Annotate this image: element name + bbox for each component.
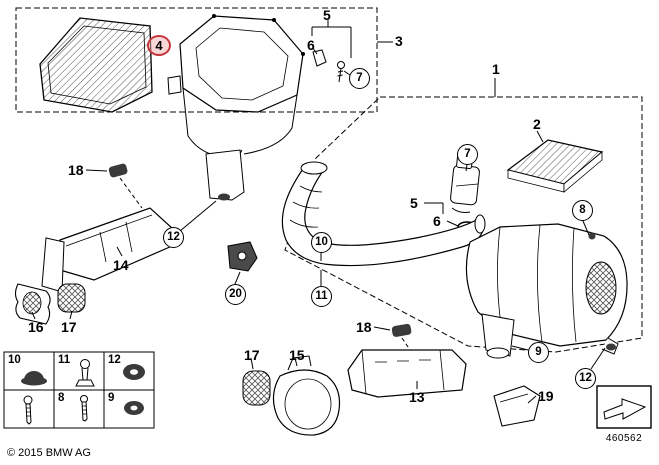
leader-lines	[31, 20, 606, 404]
air-filter-element-2-drawing	[506, 139, 604, 193]
callout-7-top[interactable]: 7	[349, 68, 370, 89]
legend-cell-12-label[interactable]: 12	[108, 354, 121, 366]
air-filter-element-4-drawing	[39, 17, 153, 113]
diagram-number: 460562	[605, 433, 643, 444]
bracket-20-drawing	[227, 241, 258, 272]
callout-10[interactable]: 10	[311, 232, 332, 253]
grille-17-left-drawing	[57, 283, 86, 313]
legend-cell-9-label[interactable]: 9	[108, 392, 115, 404]
callout-3[interactable]: 3	[395, 33, 403, 49]
callout-15[interactable]: 15	[289, 347, 305, 363]
rubber-boot-16-drawing	[14, 283, 51, 325]
screw-icon	[80, 395, 88, 422]
callout-2[interactable]: 2	[533, 116, 541, 132]
air-duct-14-drawing	[41, 207, 173, 293]
callout-7-mid[interactable]: 7	[457, 144, 478, 165]
callout-14[interactable]: 14	[113, 257, 129, 273]
callout-6-top[interactable]: 6	[307, 37, 315, 53]
ball-pin-icon	[75, 359, 95, 387]
callout-18-top[interactable]: 18	[68, 162, 84, 178]
grommet-icon	[123, 364, 145, 380]
legend-grid	[3, 351, 155, 429]
callout-6-mid[interactable]: 6	[433, 213, 441, 229]
intake-duct-10-drawing	[281, 161, 486, 267]
callout-11[interactable]: 11	[311, 286, 332, 307]
filter-housing-3-drawing	[167, 14, 305, 201]
callout-12-right[interactable]: 12	[575, 368, 596, 389]
callout-19[interactable]: 19	[538, 388, 554, 404]
callout-17-left[interactable]: 17	[61, 319, 77, 335]
direction-arrow-icon	[603, 398, 647, 420]
grommet-icon	[124, 401, 144, 415]
callout-5-mid[interactable]: 5	[410, 195, 418, 211]
clip-6-top-drawing	[312, 49, 327, 67]
copyright-text: © 2015 BMW AG	[7, 447, 91, 459]
callout-17-bottom[interactable]: 17	[244, 347, 260, 363]
legend-cell-10-label[interactable]: 10	[8, 354, 21, 366]
callout-9[interactable]: 9	[528, 342, 549, 363]
pad-18-top-drawing	[108, 163, 128, 178]
dome-grommet-icon	[21, 371, 47, 386]
callout-5-top[interactable]: 5	[323, 7, 331, 23]
stamp-box	[596, 385, 652, 429]
legend-cell-8-label[interactable]: 8	[58, 392, 65, 404]
callout-20[interactable]: 20	[225, 284, 246, 305]
duct-19-drawing	[493, 385, 541, 427]
legend-cell-11-label[interactable]: 11	[58, 354, 71, 366]
screw-icon	[23, 395, 33, 425]
callout-12-left[interactable]: 12	[163, 227, 184, 248]
pad-18-bottom-drawing	[391, 323, 412, 337]
callout-4-highlighted[interactable]: 4	[147, 35, 171, 56]
grille-17-bottom-drawing	[242, 370, 271, 406]
callout-16[interactable]: 16	[28, 319, 44, 335]
air-duct-13-drawing	[347, 349, 467, 398]
resonator-15-drawing	[272, 355, 341, 436]
intake-silencer-8-drawing	[465, 223, 628, 359]
callout-1[interactable]: 1	[492, 61, 500, 77]
screw-7-top-drawing	[337, 61, 345, 83]
callout-8[interactable]: 8	[572, 200, 593, 221]
group-3-boundary	[15, 7, 378, 113]
callout-18-bottom[interactable]: 18	[356, 319, 372, 335]
callout-13[interactable]: 13	[409, 389, 425, 405]
